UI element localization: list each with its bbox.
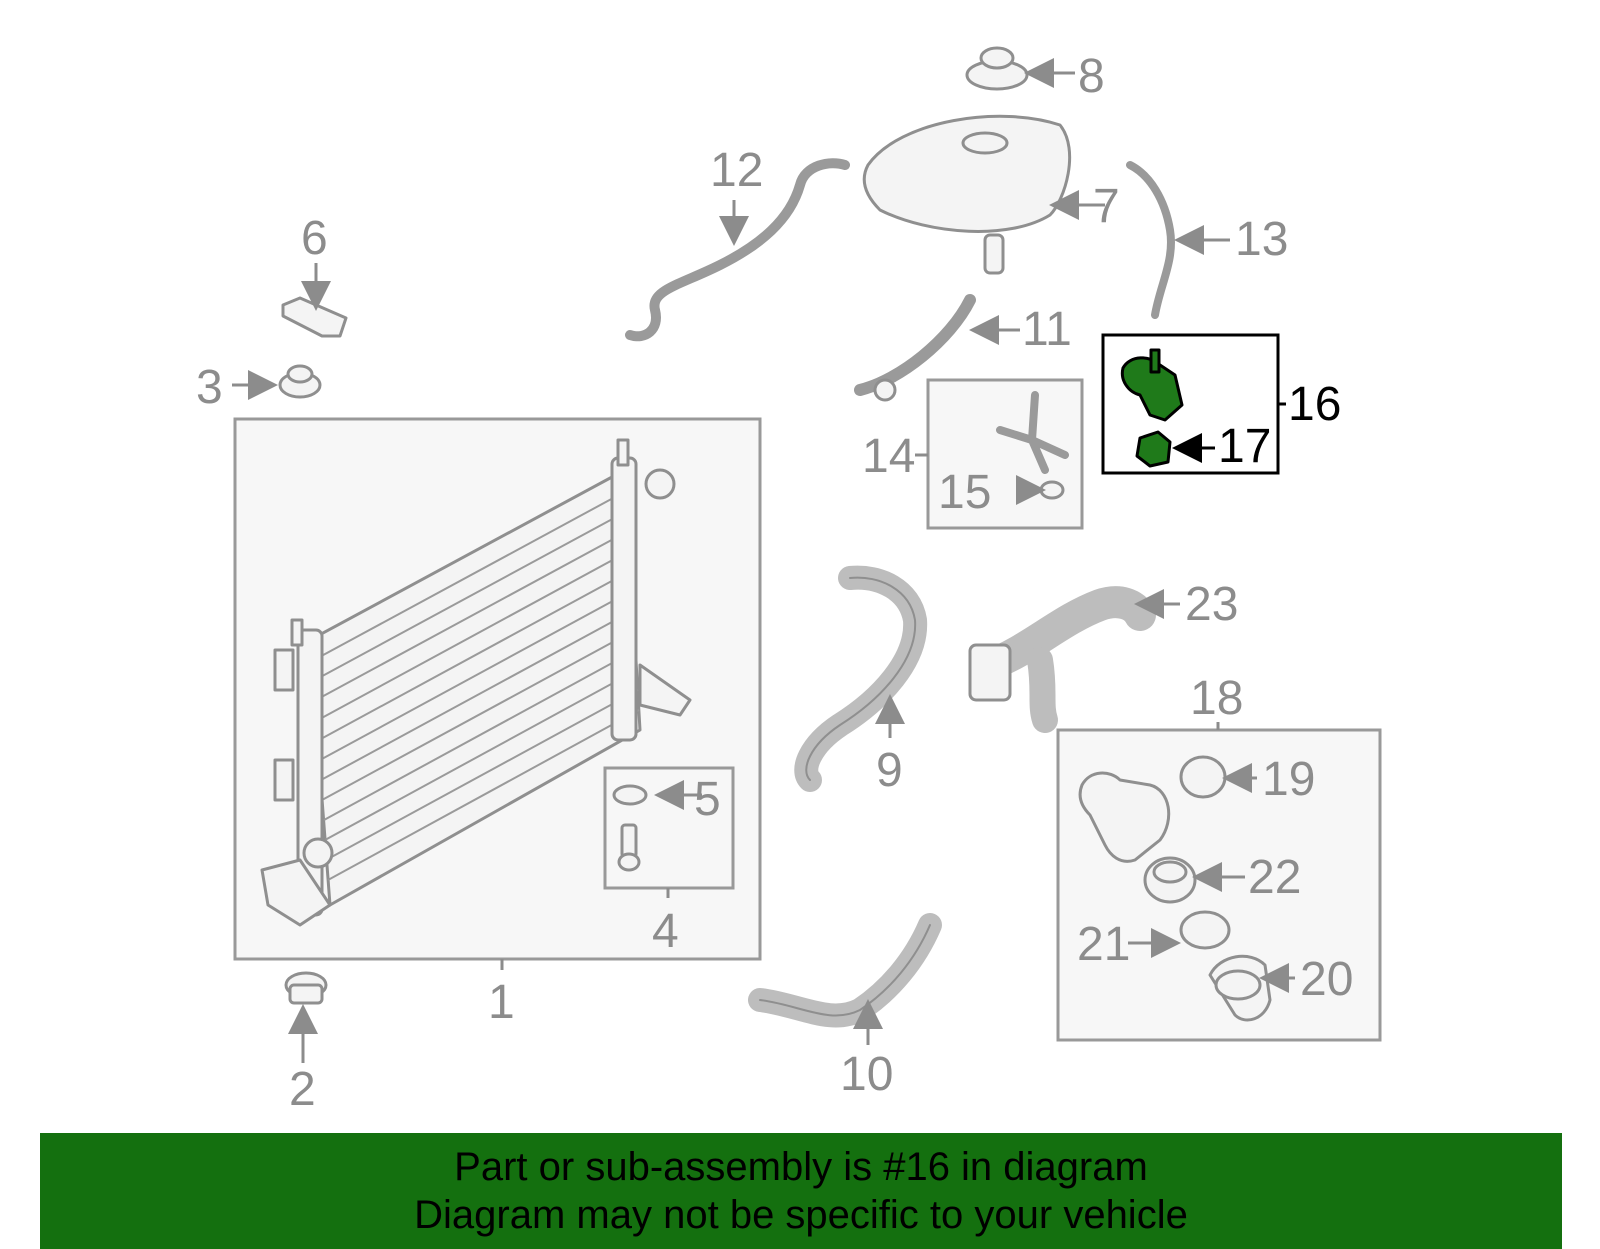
radiator-part[interactable] <box>260 438 692 927</box>
banner-line-1: Part or sub-assembly is #16 in diagram <box>454 1145 1148 1189</box>
callout-21: 21 <box>1077 918 1130 971</box>
callout-22: 22 <box>1248 851 1301 904</box>
reservoir-inlet-hose-part[interactable] <box>625 158 850 342</box>
callout-12: 12 <box>710 144 763 197</box>
callout-19: 19 <box>1262 753 1315 806</box>
callout-13: 13 <box>1235 213 1288 266</box>
banner-line-2: Diagram may not be specific to your vehi… <box>414 1193 1188 1237</box>
callout-16: 16 <box>1288 378 1341 431</box>
callout-6: 6 <box>301 212 328 265</box>
callout-14: 14 <box>862 430 915 483</box>
lower-radiator-hose-part[interactable] <box>748 913 942 1028</box>
reservoir-outlet-hose-part[interactable] <box>854 294 976 396</box>
callout-5: 5 <box>694 773 721 826</box>
callout-8: 8 <box>1078 50 1105 103</box>
coolant-reservoir-part[interactable] <box>862 114 1072 275</box>
callout-9: 9 <box>876 744 903 797</box>
callout-23: 23 <box>1185 578 1238 631</box>
connector-oring-part[interactable] <box>1039 480 1065 500</box>
callout-17: 17 <box>1218 420 1271 473</box>
water-outlet-gasket-part-17[interactable] <box>1135 430 1172 468</box>
thermostat-part-22[interactable] <box>1143 856 1197 904</box>
callout-1: 1 <box>488 976 515 1029</box>
thermostat-seal-part-21[interactable] <box>1179 910 1231 950</box>
drain-plug-seal-part[interactable] <box>612 784 648 806</box>
callout-15: 15 <box>938 466 991 519</box>
vent-hose-part[interactable] <box>1126 161 1175 319</box>
upper-isolator-part[interactable] <box>278 364 322 399</box>
water-outlet-part-16[interactable] <box>1120 348 1184 422</box>
callout-7: 7 <box>1093 180 1120 233</box>
bypass-hose-part[interactable] <box>974 586 1156 681</box>
callout-2: 2 <box>289 1063 316 1116</box>
callout-4: 4 <box>652 905 679 958</box>
bypass-hose-branch <box>1027 647 1058 733</box>
callout-3: 3 <box>196 361 223 414</box>
thermostat-housing-part[interactable] <box>1078 771 1171 863</box>
reservoir-cap-part[interactable] <box>965 46 1029 91</box>
connector-tube-part[interactable] <box>996 391 1069 474</box>
callout-18: 18 <box>1190 672 1243 725</box>
drain-plug-part[interactable] <box>617 823 641 872</box>
callout-10: 10 <box>840 1048 893 1101</box>
housing-seal-part-19[interactable] <box>1179 755 1227 799</box>
callout-11: 11 <box>1022 303 1072 356</box>
radiator-fins <box>313 489 640 881</box>
callout-20: 20 <box>1300 953 1353 1006</box>
radiator-bracket-part[interactable] <box>281 296 348 338</box>
info-banner: Part or sub-assembly is #16 in diagram D… <box>40 1133 1562 1249</box>
lower-isolator-part[interactable] <box>284 971 328 1005</box>
